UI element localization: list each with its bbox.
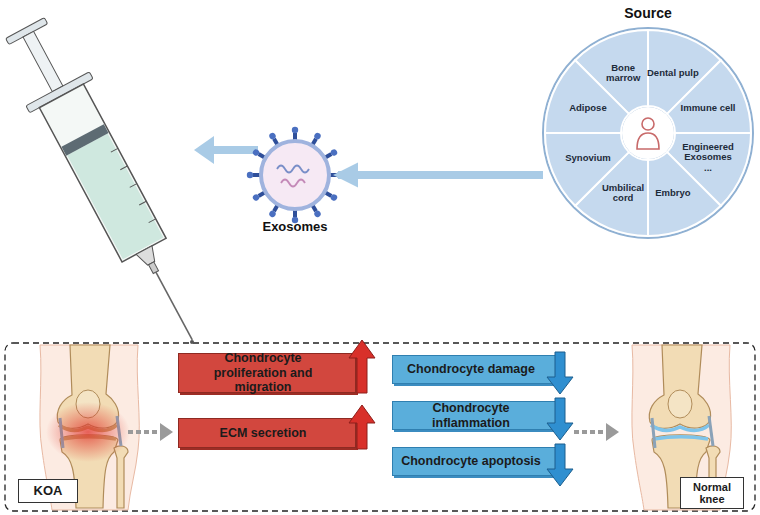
effect-box: Chondrocyte proliferation and migration bbox=[178, 353, 356, 393]
flow-arrow-shaft bbox=[212, 146, 258, 154]
source-circle bbox=[543, 28, 753, 238]
exosome-illustration bbox=[252, 148, 261, 157]
source-circle-outline bbox=[543, 28, 753, 238]
decrease-arrow bbox=[547, 398, 573, 440]
sector-label: Synovium bbox=[559, 153, 617, 163]
effect-box: Chondrocyte damage bbox=[392, 355, 558, 384]
decrease-arrow bbox=[547, 352, 573, 394]
label-box: KOA bbox=[18, 479, 78, 503]
sector-label: Adipose bbox=[559, 103, 617, 113]
node-text: Chondrocyte damage bbox=[407, 362, 535, 376]
node-text: Chondrocyte apoptosis bbox=[401, 454, 541, 468]
syringe-stopper bbox=[61, 124, 108, 155]
effect-box: ECM secretion bbox=[178, 418, 356, 448]
exosome-illustration bbox=[313, 210, 322, 219]
syringe-plunger-rod bbox=[23, 31, 63, 91]
syringe-graduation bbox=[111, 148, 156, 222]
node-text: Dental pulp bbox=[644, 68, 702, 78]
exosome-rna bbox=[277, 166, 309, 173]
exosome-illustration bbox=[292, 127, 298, 133]
exosome-illustration bbox=[268, 210, 277, 219]
node-text: Embryo bbox=[644, 188, 702, 198]
source-wheel: SourceBone marrowDental pulpImmune cellE… bbox=[543, 28, 753, 238]
dashed-frame bbox=[5, 343, 755, 511]
node-text: Chondrocyte inflammation bbox=[401, 401, 541, 430]
syringe-barrel bbox=[39, 84, 166, 262]
node-text: Bone marrow bbox=[594, 63, 652, 84]
needle-hub bbox=[149, 262, 159, 274]
node-text: ECM secretion bbox=[220, 426, 307, 440]
needle bbox=[156, 272, 192, 340]
node-text: KOA bbox=[34, 484, 63, 498]
decrease-arrow bbox=[547, 444, 573, 486]
exosome-rna bbox=[281, 180, 305, 187]
node-text: Immune cell bbox=[679, 103, 737, 113]
effect-box: Chondrocyte apoptosis bbox=[392, 447, 558, 476]
exosome-illustration bbox=[330, 193, 339, 202]
sector-wedge bbox=[667, 60, 751, 133]
source-sector: Adipose bbox=[543, 28, 753, 238]
node-text: Source bbox=[543, 5, 753, 21]
exosome-illustration bbox=[268, 132, 277, 141]
exosome-illustration bbox=[247, 172, 253, 178]
node-text: Umbilical cord bbox=[594, 183, 652, 204]
dashed-arrow-head bbox=[160, 423, 173, 441]
sector-label: Dental pulp bbox=[644, 68, 702, 78]
sector-label: Embryo bbox=[644, 188, 702, 198]
dashed-arrow-shaft bbox=[574, 430, 607, 434]
node-text: Engineered Exosomes bbox=[679, 142, 737, 163]
node-text: Adipose bbox=[559, 103, 617, 113]
syringe bbox=[0, 11, 224, 357]
dashed-arrow-head bbox=[606, 423, 619, 441]
node-text: Synovium bbox=[559, 153, 617, 163]
node-text: Exosomes bbox=[242, 219, 348, 234]
sector-label: Bone marrow bbox=[594, 63, 652, 84]
exosome-illustration bbox=[252, 193, 261, 202]
exosome-label: Exosomes bbox=[242, 219, 348, 234]
flow-arrow-head bbox=[194, 136, 214, 164]
exosome-membrane bbox=[261, 141, 329, 209]
syringe-liquid bbox=[67, 133, 163, 259]
inflammation-glow bbox=[46, 402, 130, 462]
source-sector bbox=[543, 28, 753, 238]
node-text: Normal knee bbox=[684, 481, 740, 505]
increase-arrow bbox=[349, 405, 375, 449]
needle-tip bbox=[190, 340, 194, 344]
exosome-illustration bbox=[337, 172, 343, 178]
exosome-node: Exosomes bbox=[252, 137, 338, 213]
effect-box: Chondrocyte inflammation bbox=[392, 401, 558, 430]
increase-arrow bbox=[349, 340, 375, 393]
node-text: Chondrocyte proliferation and migration bbox=[187, 351, 339, 394]
exosome-illustration bbox=[247, 127, 343, 223]
sector-label: Engineered Exosomes... bbox=[679, 142, 737, 173]
exosome-illustration bbox=[313, 132, 322, 141]
sector-label: Immune cell bbox=[679, 103, 737, 113]
heading-holder: Source bbox=[543, 5, 753, 21]
person-icon-body bbox=[637, 133, 659, 149]
sector-wedge bbox=[545, 133, 629, 206]
exosome-illustration bbox=[330, 148, 339, 157]
person-icon-head bbox=[642, 118, 654, 130]
sector-wedge bbox=[545, 60, 629, 133]
flow-arrow bbox=[338, 171, 543, 179]
label-box: Normal knee bbox=[680, 477, 744, 509]
dashed-arrow-shaft bbox=[128, 430, 161, 434]
sector-label: Umbilical cord bbox=[594, 183, 652, 204]
